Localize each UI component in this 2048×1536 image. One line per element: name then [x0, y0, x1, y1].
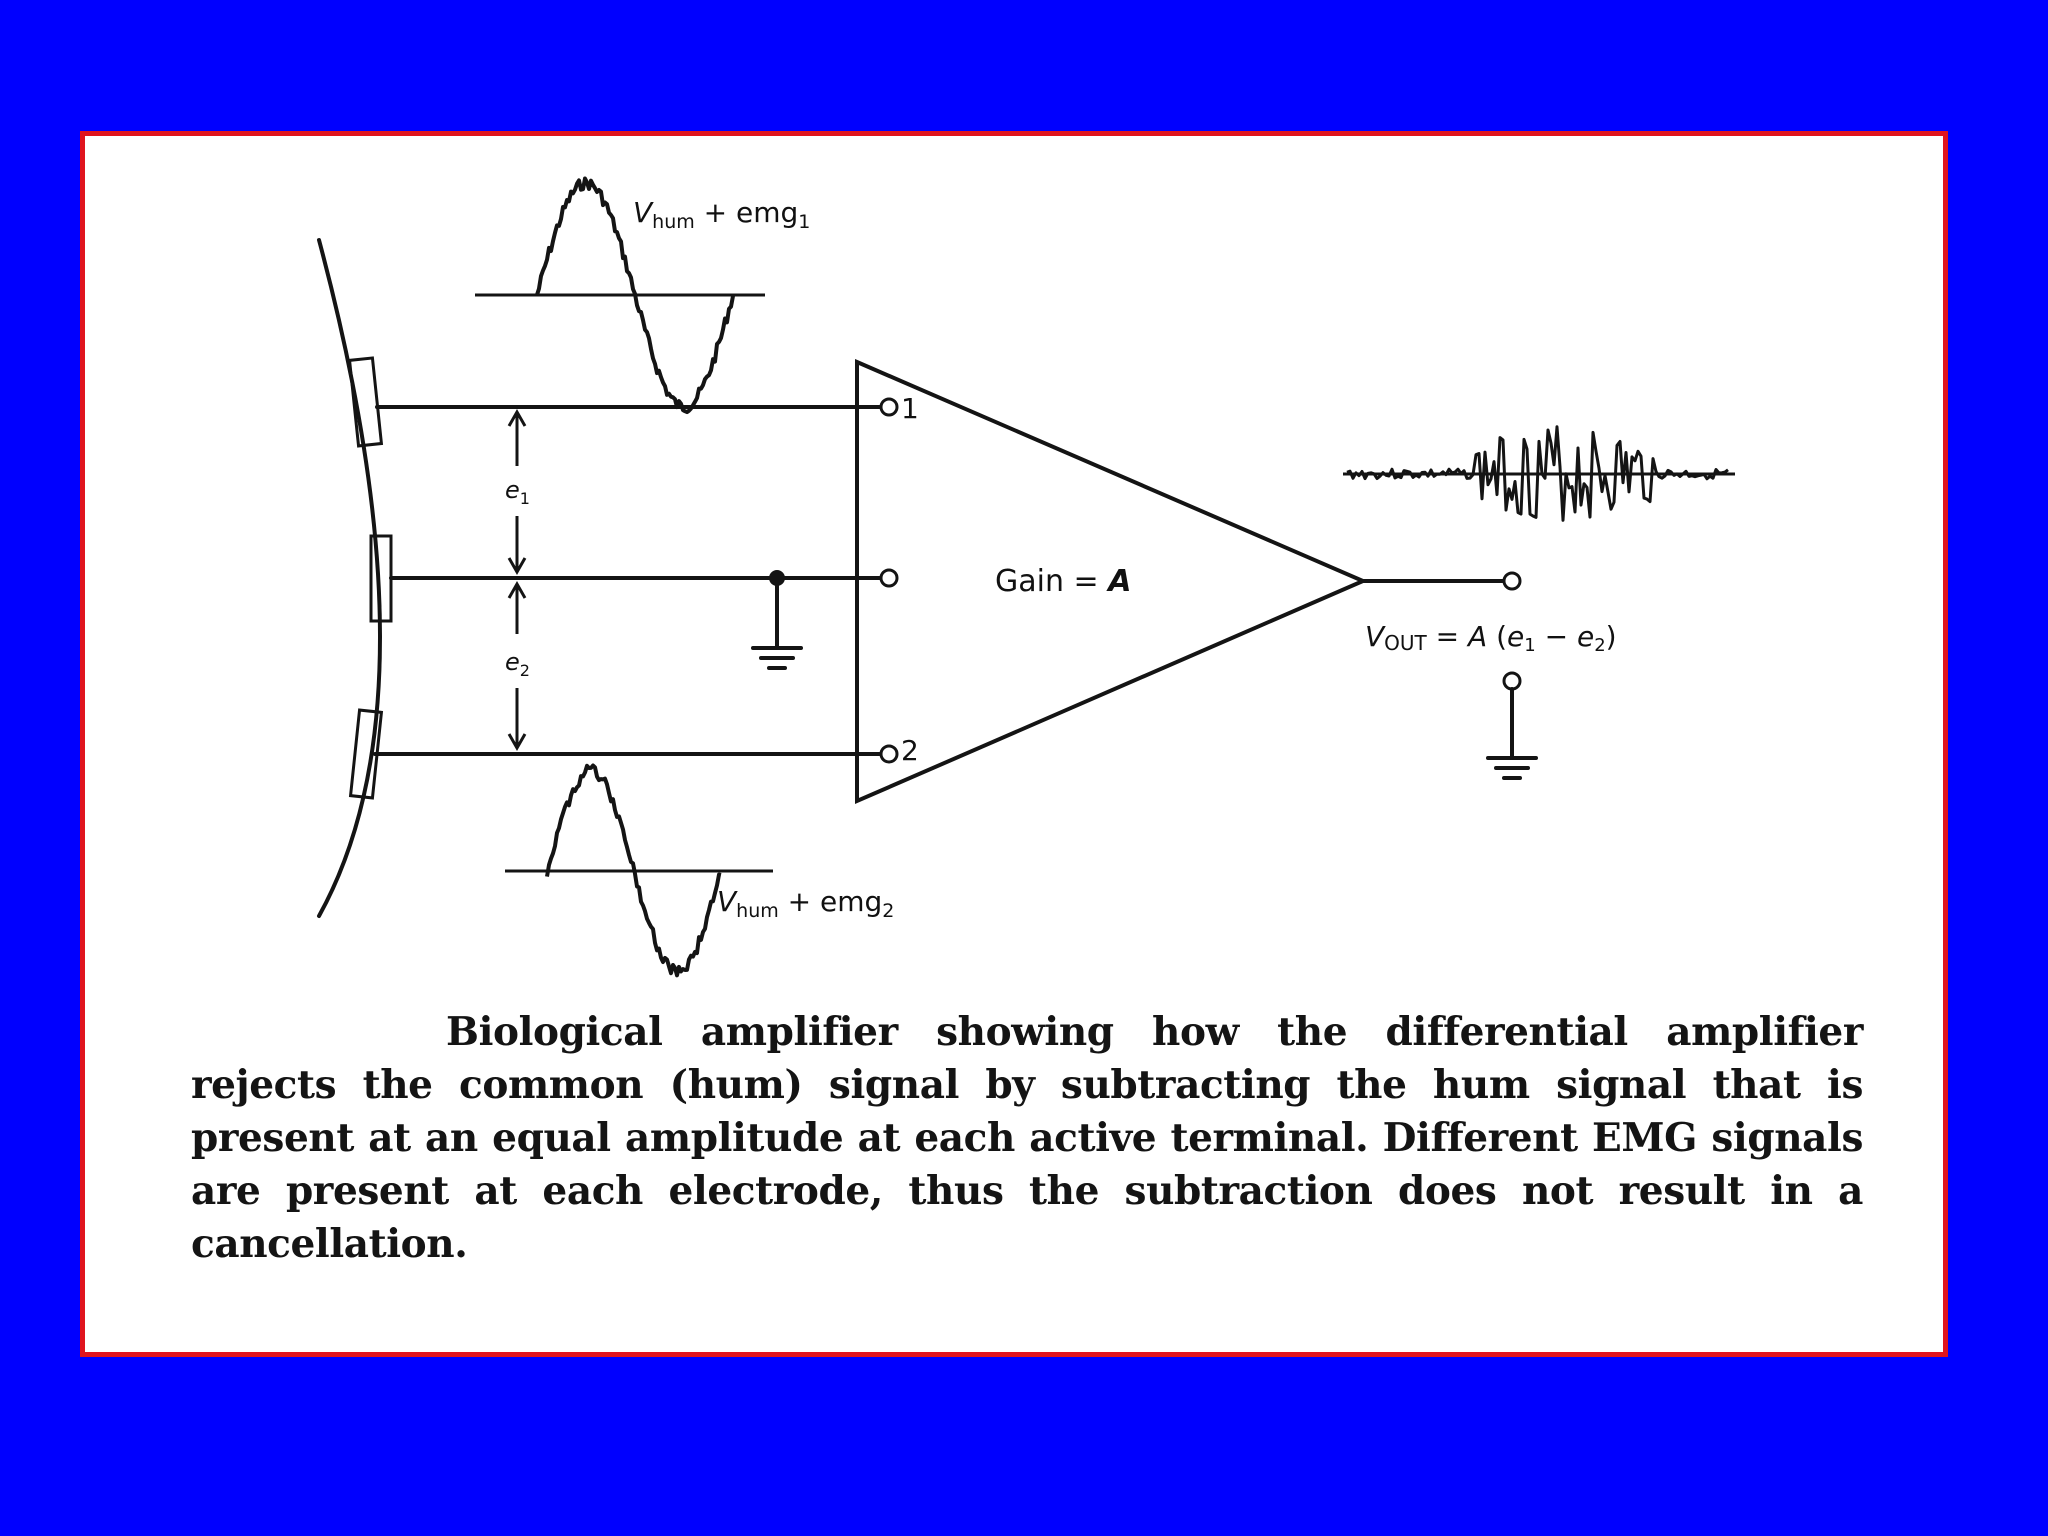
terminal-1-node: [879, 397, 899, 417]
input1-waveform: [535, 176, 735, 415]
input1-signal-label: Vhum + emg1: [633, 196, 810, 233]
output-ground-symbol: [1486, 671, 1538, 780]
input2-signal-label: Vhum + emg2: [717, 885, 894, 922]
input2-waveform: [545, 763, 722, 978]
e1-label: e1: [505, 476, 530, 508]
e1-arrows: [507, 408, 527, 576]
electrode-1: [347, 356, 384, 448]
figure-panel: e1 e2 1 2 Gain = A VOUT = A (e1 − e2) Vh…: [80, 131, 1948, 1357]
output-emg-waveform: [1346, 425, 1729, 522]
terminal-ref-node: [879, 568, 899, 588]
amplifier-diagram: e1 e2 1 2 Gain = A VOUT = A (e1 − e2) Vh…: [317, 176, 1735, 978]
terminal-1-label: 1: [901, 392, 919, 425]
terminal-2-node: [879, 744, 899, 764]
amplifier-triangle: [855, 358, 1369, 805]
figure-caption: Biological amplifier showing how the dif…: [191, 1009, 1863, 1267]
terminal-2-label: 2: [901, 734, 919, 767]
gain-label: Gain = A: [995, 564, 1131, 599]
e2-label: e2: [505, 648, 530, 680]
output-terminal: [1502, 571, 1522, 591]
vout-label: VOUT = A (e1 − e2): [1365, 620, 1617, 656]
e2-arrows: [507, 580, 527, 752]
ground-symbol: [751, 576, 803, 670]
